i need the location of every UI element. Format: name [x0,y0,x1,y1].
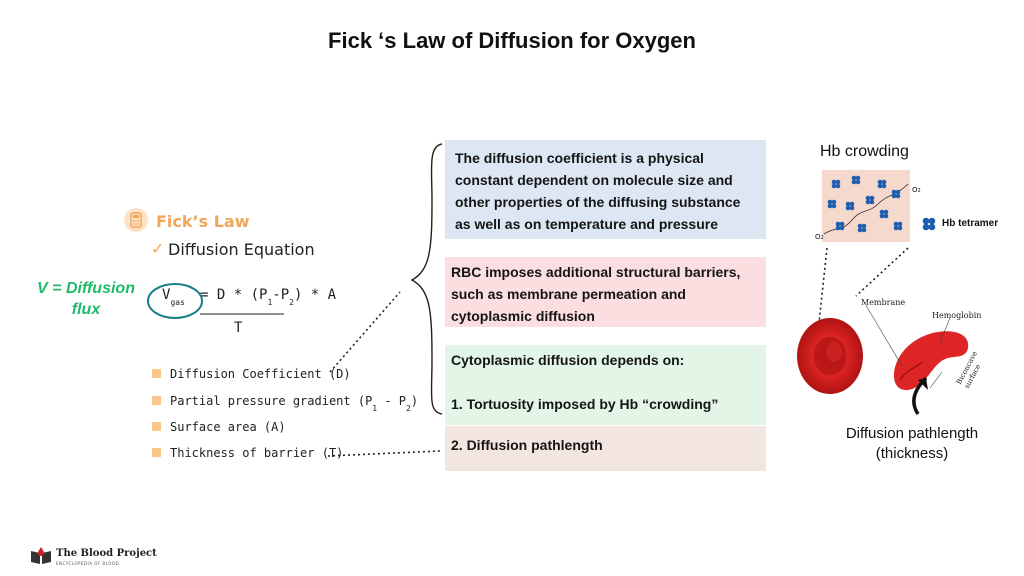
dotted-connector-diffusion [329,291,401,373]
o2-text: O [815,233,821,241]
bullet-diffusion-coefficient: Diffusion Coefficient (D) [170,367,351,381]
eq-rhs-head: = D * (P [200,287,268,303]
bullet-partial-pressure: Partial pressure gradient (P1 - P2) [170,394,418,413]
curly-brace [410,143,443,415]
pathlength-line1: Diffusion pathlength [845,425,979,442]
diffusion-coefficient-box: The diffusion coefficient is a physical … [445,140,766,239]
cytoplasmic-heading: Cytoplasmic diffusion depends on: [451,352,685,368]
o2-label-top: O2 [912,186,921,194]
hb-crowding-illustration [822,170,910,242]
dotted-connector-rbc-right [855,247,909,297]
pathlength-box: 2. Diffusion pathlength [445,426,766,471]
o2-subscript: 2 [820,235,824,241]
bullet-marker [152,396,161,405]
tortuosity-item: 1. Tortuosity imposed by Hb “crowding” [451,396,719,412]
hb-molecules [827,175,903,233]
hb-crowding-title: Hb crowding [820,143,909,160]
v-gas-circle [147,283,203,319]
o2-label-bottom: O2 [815,233,824,241]
bullet2-mid: - P [377,394,407,408]
eq-sub1: 1 [267,298,273,307]
eq-sub2: 2 [289,298,294,307]
equation-v: V [162,287,171,303]
diffusion-pathlength-caption: Diffusion pathlength (thickness) [824,424,1000,464]
membrane-label: Membrane [861,298,906,307]
rbc-barriers-box: RBC imposes additional structural barrie… [445,257,766,327]
blood-project-logo-subtext: ENCYCLOPEDIA OF BLOOD [56,561,120,566]
page-title: Fick ‘s Law of Diffusion for Oxygen [328,28,696,53]
equation-v-gas: Vgas [162,287,185,307]
v-label-line2: flux [71,301,101,318]
bullet2-sub2: 2 [406,404,411,413]
v-diffusion-flux-label: V = Diffusion flux [22,278,150,320]
bullet-marker [152,448,161,457]
blood-project-logo-text: The Blood Project [56,548,157,559]
pathlength-line2: (thickness) [875,445,949,462]
bullet2-sub1: 1 [372,404,378,413]
bullet-marker [152,369,161,378]
v-label-line1: V = Diffusion [37,280,135,297]
diffusion-equation-label: Diffusion Equation [168,240,315,259]
checkmark-icon: ✓ [151,239,165,258]
hb-tetramer-label: Hb tetramer [942,218,999,229]
dotted-connector-rbc-left [817,247,828,333]
bullet2-head: Partial pressure gradient (P [170,394,373,408]
dotted-connector-thickness [327,450,441,457]
hemoglobin-label: Hemoglobin [932,311,982,320]
rbc-cross-section [894,331,969,391]
hb-tetramer-icon [922,217,936,231]
cytoplasmic-diffusion-box: Cytoplasmic diffusion depends on: 1. Tor… [445,345,766,425]
bullet-surface-area: Surface area (A) [170,420,286,434]
bullet-marker [152,422,161,431]
equation-numerator: = D * (P1-P2) * A [200,287,336,307]
bullet2-tail: ) [410,394,419,408]
equation-denominator: T [234,320,243,336]
o2-text: O [912,186,918,194]
fick-law-heading: Fick’s Law [156,212,250,231]
eq-rhs-tail: ) * A [293,287,337,303]
eq-mid: -P [272,287,290,303]
equation-gas-subscript: gas [170,298,185,307]
blood-project-logo-icon [31,547,51,564]
calculator-icon [124,208,148,232]
bullet-thickness: Thickness of barrier (T) [170,446,344,460]
red-blood-cell-illustration [797,301,969,415]
o2-subscript: 2 [917,188,921,194]
